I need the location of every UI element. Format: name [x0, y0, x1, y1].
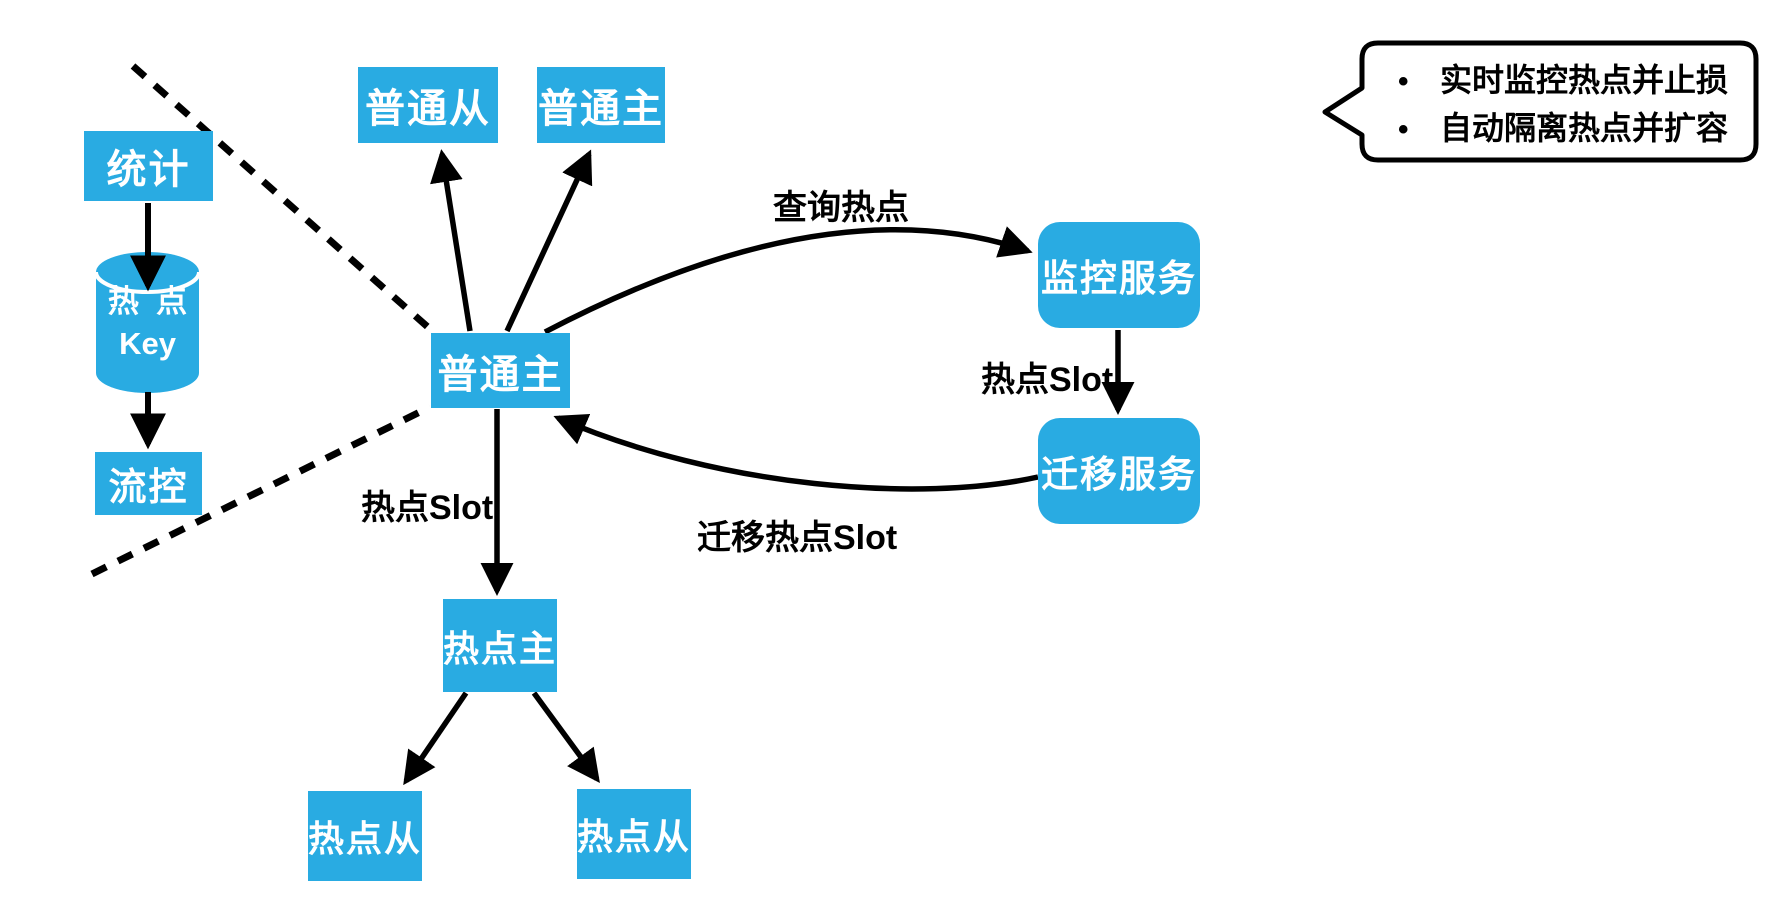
node-normal-slave-top: 普通从	[358, 67, 498, 143]
label-query-hotspot: 查询热点	[773, 189, 909, 227]
node-hotspot-slave-left: 热点从	[308, 791, 422, 881]
node-migration-service: 迁移服务	[1038, 418, 1200, 524]
node-hotspot-master: 热点主	[443, 599, 557, 692]
node-normal-master-center: 普通主	[431, 333, 570, 408]
hotspot-key-line2: Key	[119, 326, 176, 361]
node-flow-control: 流控	[95, 452, 202, 515]
callout-bullet-list: • 实时监控热点并止损 • 自动隔离热点并扩容	[1398, 57, 1744, 153]
arrow-query-hotspot-curve	[543, 226, 1033, 335]
dashed-divider-top	[130, 63, 433, 332]
arrow-hotspot-master-to-slave-right	[531, 691, 600, 783]
arrow-migration-to-master-curve	[553, 413, 1039, 492]
callout-item: • 自动隔离热点并扩容	[1398, 105, 1744, 153]
callout-item-text: 自动隔离热点并扩容	[1440, 110, 1729, 146]
hotspot-key-line1: 热 点	[107, 284, 188, 319]
node-monitor-service: 监控服务	[1038, 222, 1200, 328]
hotspot-key-database-label: 热 点 Key	[96, 268, 199, 378]
node-normal-master-top: 普通主	[537, 67, 665, 143]
node-hotspot-slave-right: 热点从	[577, 789, 691, 879]
dashed-divider-bottom	[90, 403, 432, 578]
bullet-icon: •	[1398, 113, 1409, 146]
callout-item-text: 实时监控热点并止损	[1440, 62, 1729, 98]
label-hotspot-slot-to-master: 热点Slot	[361, 489, 494, 527]
arrow-master-to-normal-slave	[430, 149, 473, 332]
bullet-icon: •	[1398, 65, 1409, 98]
arrow-hotspot-master-to-slave-left	[403, 691, 469, 786]
callout-bubble-shape	[1322, 40, 1759, 163]
arrow-master-to-normal-master	[504, 149, 593, 333]
callout-item: • 实时监控热点并止损	[1398, 57, 1744, 105]
node-stats: 统计	[84, 131, 213, 201]
label-migrate-hotspot-slot: 迁移热点Slot	[697, 519, 898, 557]
label-hotspot-slot-to-migration: 热点Slot	[981, 361, 1114, 399]
